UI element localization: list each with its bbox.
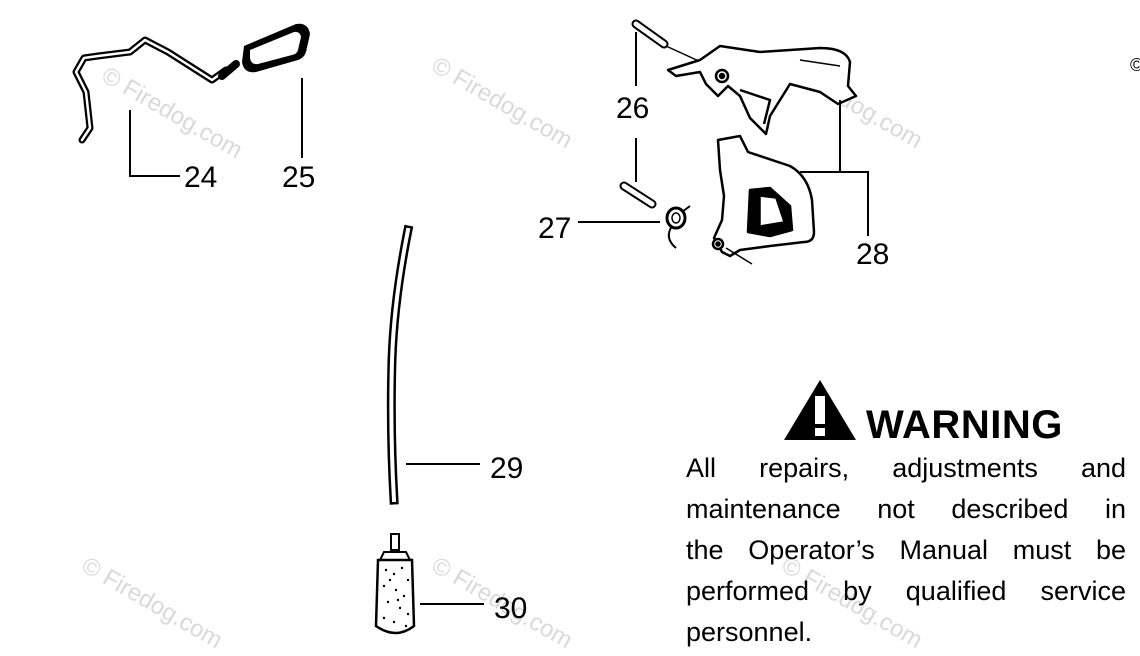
warning-title: WARNING <box>866 403 1063 447</box>
warning-line-3: the Operator’s Manual must be <box>686 535 1126 565</box>
callout-27: 27 <box>538 212 571 245</box>
callout-26: 26 <box>616 92 649 125</box>
part-25-sleeve <box>242 23 310 73</box>
part-29-fuel-hose <box>386 224 480 505</box>
part-30-fuel-filter <box>374 533 484 635</box>
leader-lines-24-25 <box>129 78 303 177</box>
callout-25: 25 <box>282 161 315 194</box>
watermark-2: © Firedog.com <box>427 52 577 154</box>
warning-line-1: All repairs, adjustments and <box>686 453 1126 483</box>
warning-line-2: maintenance not described in <box>686 494 1126 524</box>
copyright-mark: © <box>1130 55 1140 75</box>
callout-30: 30 <box>494 592 527 625</box>
callout-28: 28 <box>856 238 889 271</box>
watermark-4: © Firedog.com <box>77 552 227 654</box>
warning-line-4: performed by qualified service <box>686 576 1126 606</box>
part-27-spring <box>665 205 691 249</box>
warning-text: All repairs, adjustments and maintenance… <box>686 448 1126 653</box>
callout-29: 29 <box>490 452 523 485</box>
callout-numbers: 24 25 26 27 28 29 30 <box>184 92 889 625</box>
warning-line-5: personnel. <box>686 617 813 647</box>
warning-triangle-icon <box>784 380 856 440</box>
part-26-pins <box>619 19 715 209</box>
part-28-handle-upper <box>666 44 858 136</box>
part-24-throttle-rod <box>72 36 240 144</box>
part-28-handle-lower <box>711 134 816 265</box>
leader-lines-27-28 <box>578 100 869 236</box>
callout-24: 24 <box>184 161 217 194</box>
